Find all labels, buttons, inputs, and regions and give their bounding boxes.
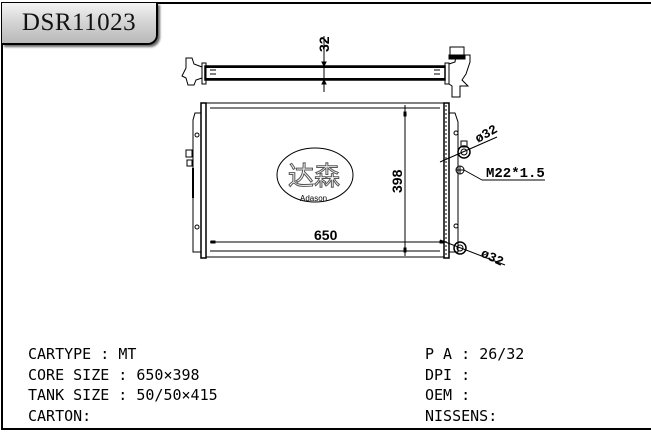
lower-pipe-dim: ø32 bbox=[478, 246, 506, 270]
upper-pipe-dim: ø32 bbox=[473, 122, 501, 147]
specs-left: CARTYPE : MT CORE SIZE : 650×398 TANK SI… bbox=[28, 344, 218, 426]
spec-pa: P A : 26/32 bbox=[425, 345, 525, 363]
core-width-dim: 650 bbox=[314, 227, 338, 243]
spec-cartype: CARTYPE : MT bbox=[28, 345, 137, 363]
spec-dpi: DPI : bbox=[425, 365, 480, 384]
specs-right: P A : 26/32 DPI : OEM : NISSENS: bbox=[425, 344, 524, 426]
part-number-tab: DSR11023 bbox=[2, 3, 158, 45]
spec-carton: CARTON: bbox=[28, 406, 92, 425]
spec-oem: OEM : bbox=[425, 386, 480, 404]
logo-latin: Adason bbox=[300, 194, 327, 203]
thread-spec: M22*1.5 bbox=[486, 166, 545, 182]
top-tank-view bbox=[181, 36, 471, 98]
core-height-dim: 398 bbox=[389, 169, 405, 193]
spec-core-size: CORE SIZE : 650×398 bbox=[28, 365, 200, 384]
part-number: DSR11023 bbox=[21, 9, 137, 36]
core-front-view bbox=[185, 102, 545, 266]
spec-nissens: NISSENS: bbox=[425, 406, 498, 425]
logo-chinese: 达森 bbox=[288, 161, 340, 191]
spec-tank-size: TANK SIZE : 50/50×415 bbox=[28, 386, 218, 404]
tank-height-dim: 32 bbox=[316, 36, 332, 52]
